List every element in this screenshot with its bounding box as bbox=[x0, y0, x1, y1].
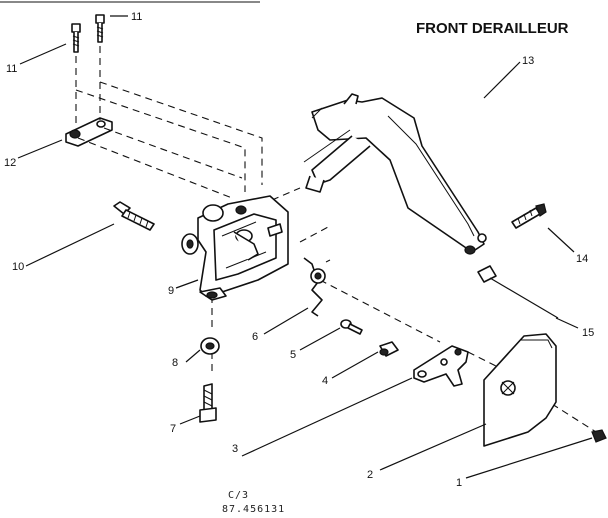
part-1-screw bbox=[591, 429, 607, 443]
callout-9: 9 bbox=[168, 285, 174, 297]
footer-code-line1: C/3 bbox=[228, 490, 249, 501]
part-9-derailleur-body bbox=[181, 195, 289, 301]
callout-6: 6 bbox=[252, 331, 258, 343]
part-7-screw bbox=[199, 383, 217, 423]
part-4-spacer bbox=[379, 341, 399, 357]
callout-11-top: 11 bbox=[131, 11, 142, 23]
part-2-cage-plate bbox=[483, 333, 557, 447]
callout-7: 7 bbox=[170, 423, 176, 435]
part-8-nut bbox=[200, 337, 220, 355]
part-3-link-plate bbox=[413, 345, 469, 387]
callout-8: 8 bbox=[172, 357, 178, 369]
callout-5: 5 bbox=[290, 349, 296, 361]
callout-4: 4 bbox=[322, 375, 328, 387]
callout-15: 15 bbox=[582, 327, 594, 339]
part-5-screw bbox=[340, 319, 363, 335]
part-6-spring bbox=[303, 257, 331, 317]
leader-lines bbox=[17, 15, 593, 479]
part-12-clamp-plate bbox=[65, 117, 113, 147]
callout-1: 1 bbox=[456, 477, 462, 489]
callout-10: 10 bbox=[12, 261, 24, 273]
callout-3: 3 bbox=[232, 443, 238, 455]
diagram-title: FRONT DERAILLEUR bbox=[416, 20, 569, 37]
callout-2: 2 bbox=[367, 469, 373, 481]
assembly-dash-lines bbox=[75, 46, 597, 433]
callout-14: 14 bbox=[576, 253, 588, 265]
callout-11-left: 11 bbox=[6, 63, 17, 75]
part-15-cable bbox=[477, 265, 559, 319]
part-11-screw-right bbox=[95, 14, 105, 43]
callout-13: 13 bbox=[522, 55, 534, 67]
part-14-screw bbox=[511, 203, 547, 229]
callout-12: 12 bbox=[4, 157, 16, 169]
part-13-lever-arm bbox=[303, 93, 487, 255]
part-10-bolt bbox=[113, 201, 155, 231]
footer-code-line2: 87.456131 bbox=[222, 504, 285, 515]
part-11-screw-left bbox=[71, 23, 81, 53]
